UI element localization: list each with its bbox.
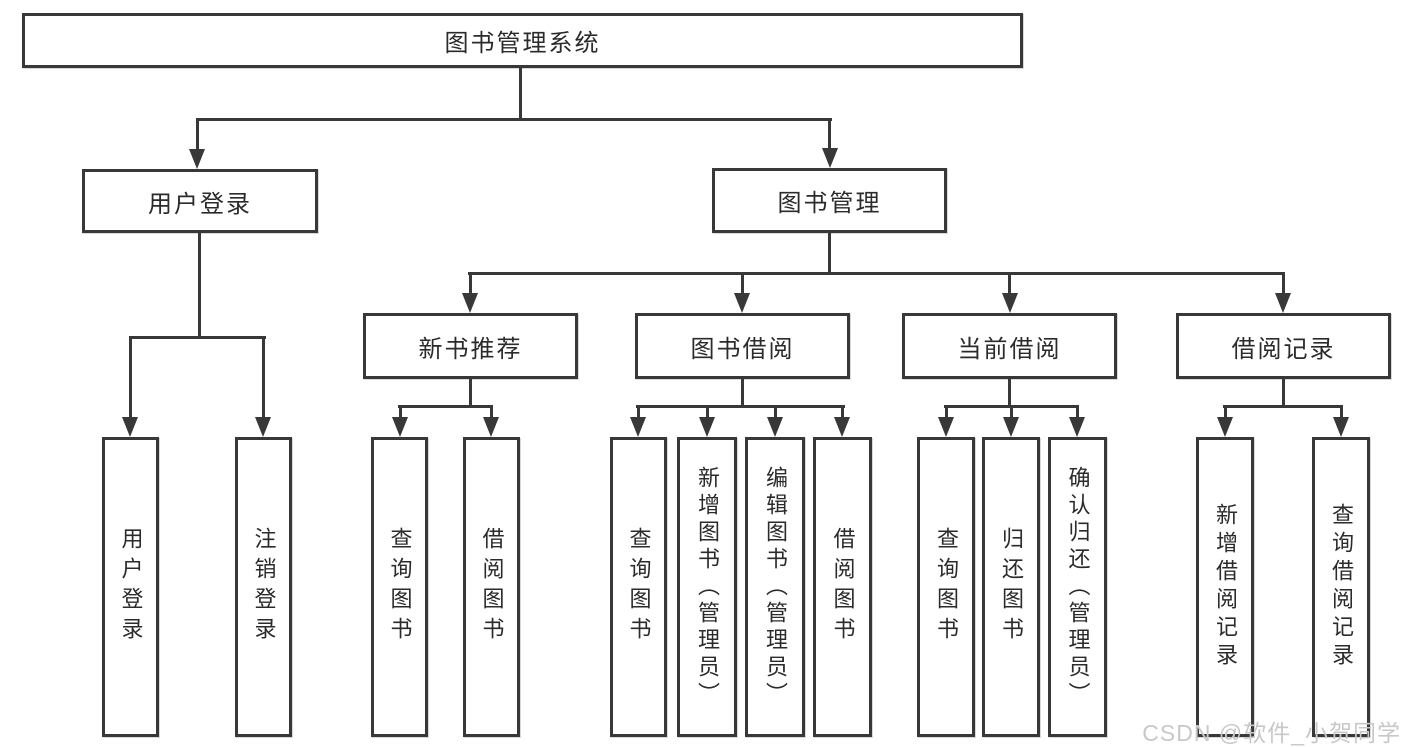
leaf-query-books-recommend: 查询图书 bbox=[371, 437, 428, 737]
leaf-return-books: 归还图书 bbox=[982, 437, 1040, 737]
connector-line-vertical bbox=[1282, 379, 1285, 408]
arrowhead-down-icon bbox=[483, 417, 499, 437]
leaf-query-books-current: 查询图书 bbox=[917, 437, 975, 737]
leaf-return-books-label: 归还图书 bbox=[999, 527, 1024, 647]
connector-line-horizontal bbox=[196, 118, 832, 121]
node-new-book-recommend: 新书推荐 bbox=[363, 313, 578, 379]
connector-line-vertical bbox=[945, 405, 948, 417]
arrowhead-down-icon bbox=[392, 417, 408, 437]
connector-line-vertical bbox=[519, 68, 522, 121]
leaf-confirm-return-admin-label: 确认归还（管理员） bbox=[1065, 465, 1091, 709]
node-user-login: 用户登录 bbox=[82, 169, 318, 233]
leaf-borrow-books: 借阅图书 bbox=[813, 437, 872, 737]
connector-line-vertical bbox=[1010, 405, 1013, 417]
leaf-logout: 注销登录 bbox=[235, 437, 292, 737]
arrowhead-down-icon bbox=[767, 417, 783, 437]
connector-line-vertical bbox=[828, 233, 831, 275]
connector-line-horizontal bbox=[468, 272, 1285, 275]
connector-line-horizontal bbox=[398, 405, 493, 408]
leaf-borrow-books-recommend: 借阅图书 bbox=[463, 437, 520, 737]
node-user-login-label: 用户登录 bbox=[148, 190, 252, 218]
connector-line-vertical bbox=[828, 118, 831, 148]
arrowhead-down-icon bbox=[834, 417, 850, 437]
connector-line-vertical bbox=[637, 405, 640, 417]
leaf-add-books-admin: 新增图书（管理员） bbox=[677, 437, 737, 737]
csdn-watermark: CSDN @软件_小贺同学 bbox=[1142, 720, 1401, 746]
leaf-query-borrow-record: 查询借阅记录 bbox=[1312, 437, 1370, 737]
arrowhead-down-icon bbox=[822, 148, 838, 168]
node-current-borrow-label: 当前借阅 bbox=[957, 335, 1062, 363]
leaf-query-books-borrow: 查询图书 bbox=[610, 437, 667, 737]
leaf-user-login-label: 用户登录 bbox=[118, 527, 144, 647]
connector-line-vertical bbox=[490, 405, 493, 417]
leaf-query-books-borrow-label: 查询图书 bbox=[626, 527, 652, 647]
connector-line-vertical bbox=[1282, 272, 1285, 293]
arrowhead-down-icon bbox=[1002, 293, 1018, 313]
leaf-add-borrow-record: 新增借阅记录 bbox=[1196, 437, 1254, 737]
connector-line-vertical bbox=[741, 272, 744, 293]
arrowhead-down-icon bbox=[189, 149, 205, 169]
node-book-borrow-label: 图书借阅 bbox=[690, 335, 795, 363]
arrowhead-down-icon bbox=[255, 417, 271, 437]
leaf-logout-label: 注销登录 bbox=[251, 527, 277, 647]
node-borrow-record: 借阅记录 bbox=[1176, 313, 1391, 379]
arrowhead-down-icon bbox=[734, 293, 750, 313]
connector-line-vertical bbox=[1224, 405, 1227, 417]
arrowhead-down-icon bbox=[462, 293, 478, 313]
leaf-user-login: 用户登录 bbox=[102, 437, 159, 737]
connector-line-vertical bbox=[841, 405, 844, 417]
node-new-book-recommend-label: 新书推荐 bbox=[418, 335, 523, 363]
arrowhead-down-icon bbox=[1069, 417, 1085, 437]
connector-line-vertical bbox=[198, 233, 201, 339]
arrowhead-down-icon bbox=[1333, 417, 1349, 437]
connector-line-vertical bbox=[1076, 405, 1079, 417]
leaf-query-books-recommend-label: 查询图书 bbox=[387, 527, 413, 647]
arrowhead-down-icon bbox=[1003, 417, 1019, 437]
leaf-borrow-books-recommend-label: 借阅图书 bbox=[479, 527, 505, 647]
connector-line-vertical bbox=[1008, 379, 1011, 408]
connector-line-vertical bbox=[469, 272, 472, 293]
connector-line-vertical bbox=[196, 118, 199, 149]
leaf-edit-books-admin: 编辑图书（管理员） bbox=[745, 437, 805, 737]
connector-line-vertical bbox=[129, 336, 132, 417]
node-root: 图书管理系统 bbox=[22, 13, 1023, 68]
leaf-add-borrow-record-label: 新增借阅记录 bbox=[1213, 503, 1238, 671]
node-book-management-label: 图书管理 bbox=[777, 190, 882, 217]
connector-line-vertical bbox=[469, 379, 472, 408]
connector-line-horizontal bbox=[1223, 405, 1343, 408]
connector-line-horizontal bbox=[636, 405, 845, 408]
connector-line-vertical bbox=[774, 405, 777, 417]
leaf-add-books-admin-label: 新增图书（管理员） bbox=[695, 465, 720, 709]
leaf-confirm-return-admin: 确认归还（管理员） bbox=[1048, 437, 1107, 737]
node-root-label: 图书管理系统 bbox=[444, 30, 601, 57]
leaf-borrow-books-label: 借阅图书 bbox=[830, 527, 856, 647]
arrowhead-down-icon bbox=[1217, 417, 1233, 437]
leaf-edit-books-admin-label: 编辑图书（管理员） bbox=[763, 465, 788, 709]
node-current-borrow: 当前借阅 bbox=[902, 313, 1117, 379]
connector-line-vertical bbox=[1340, 405, 1343, 417]
node-book-borrow: 图书借阅 bbox=[635, 313, 850, 379]
leaf-query-borrow-record-label: 查询借阅记录 bbox=[1329, 503, 1354, 671]
connector-line-vertical bbox=[706, 405, 709, 417]
arrowhead-down-icon bbox=[938, 417, 954, 437]
leaf-query-books-current-label: 查询图书 bbox=[934, 527, 959, 647]
node-borrow-record-label: 借阅记录 bbox=[1231, 335, 1336, 363]
arrowhead-down-icon bbox=[1275, 293, 1291, 313]
connector-line-horizontal bbox=[129, 336, 266, 339]
connector-line-vertical bbox=[741, 379, 744, 408]
connector-line-vertical bbox=[399, 405, 402, 417]
connector-line-vertical bbox=[1008, 272, 1011, 293]
arrowhead-down-icon bbox=[630, 417, 646, 437]
node-book-management: 图书管理 bbox=[712, 168, 947, 233]
arrowhead-down-icon bbox=[699, 417, 715, 437]
connector-line-vertical bbox=[262, 336, 265, 417]
arrowhead-down-icon bbox=[122, 417, 138, 437]
